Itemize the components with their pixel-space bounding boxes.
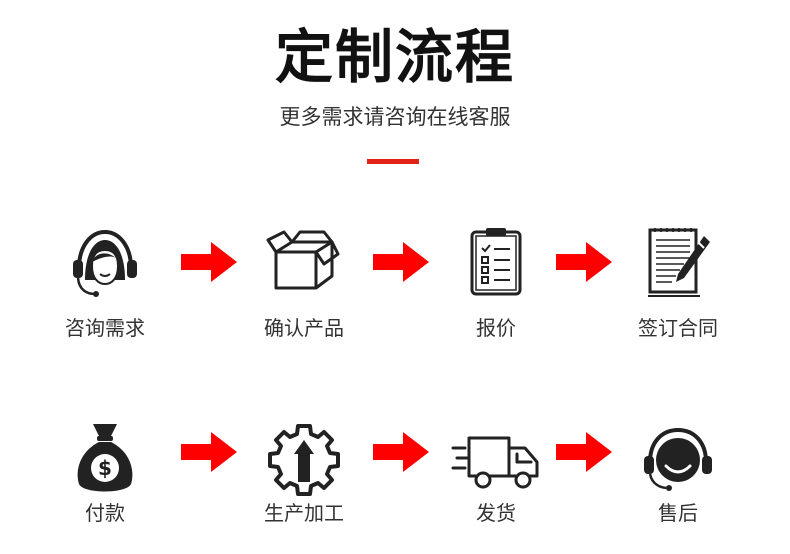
open-box-icon	[264, 222, 344, 302]
money-bag-icon: $	[65, 420, 145, 500]
page-title: 定制流程	[274, 23, 515, 91]
arrow-right-icon	[556, 242, 612, 282]
step-label: 确认产品	[264, 316, 344, 340]
support-headset-icon	[638, 420, 718, 500]
headset-agent-icon	[65, 222, 145, 302]
step-label: 生产加工	[264, 501, 344, 525]
step-label: 售后	[658, 501, 698, 525]
arrow-right-icon	[556, 432, 612, 472]
page-subtitle: 更多需求请咨询在线客服	[279, 105, 511, 129]
step-label: 签订合同	[638, 316, 718, 340]
clipboard-checklist-icon	[456, 222, 536, 302]
step-label: 发货	[476, 501, 516, 525]
step-label: 付款	[85, 501, 125, 525]
svg-text:$: $	[98, 456, 112, 480]
step-label: 咨询需求	[65, 316, 145, 340]
contract-pen-icon	[638, 222, 718, 302]
gear-tool-icon	[264, 420, 344, 500]
arrow-right-icon	[373, 242, 429, 282]
title-divider	[367, 159, 419, 164]
arrow-right-icon	[181, 242, 237, 282]
step-label: 报价	[476, 316, 516, 340]
arrow-right-icon	[181, 432, 237, 472]
delivery-truck-icon	[451, 420, 541, 500]
arrow-right-icon	[373, 432, 429, 472]
